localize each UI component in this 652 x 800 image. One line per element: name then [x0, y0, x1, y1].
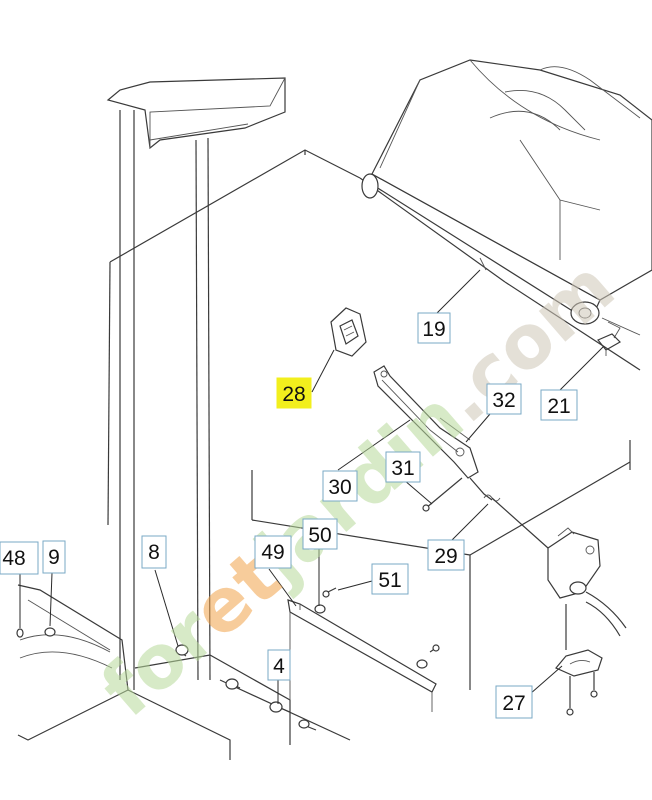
callout-50-label: 50 — [308, 524, 331, 547]
callout-8: 8 — [141, 535, 167, 569]
callout-50: 50 — [302, 518, 338, 550]
callout-31: 31 — [385, 451, 421, 483]
callout-32: 32 — [486, 383, 522, 415]
fastener-parts — [16, 587, 440, 731]
callout-32-label: 32 — [492, 389, 515, 412]
callout-51: 51 — [371, 563, 409, 595]
callout-49: 49 — [254, 535, 292, 569]
callout-31-label: 31 — [391, 457, 414, 480]
callout-48-label: 48 — [2, 547, 25, 570]
callout-4: 4 — [267, 649, 291, 681]
callout-30: 30 — [322, 470, 358, 502]
callout-28-label: 28 — [282, 383, 305, 406]
part-27-bracket — [547, 527, 627, 716]
part-30-pedal-arm — [373, 365, 479, 479]
callout-19: 19 — [417, 312, 451, 344]
callout-21: 21 — [540, 389, 578, 421]
part-49-strip — [287, 599, 437, 712]
callout-51-label: 51 — [378, 569, 401, 592]
callout-29-label: 29 — [434, 545, 457, 568]
callout-9: 9 — [42, 540, 66, 574]
callout-30-label: 30 — [328, 476, 351, 499]
callout-27-label: 27 — [502, 692, 525, 715]
leader-lines — [19, 269, 605, 704]
callout-49-label: 49 — [261, 541, 284, 564]
callout-8-label: 8 — [148, 541, 160, 564]
callout-48: 48 — [0, 541, 39, 575]
part-29-spring-cable — [469, 477, 549, 549]
callout-4-label: 4 — [273, 655, 285, 678]
part-21-clip — [597, 333, 621, 356]
part-19-handle-bar — [361, 59, 652, 339]
part-31-pin — [422, 477, 463, 512]
callout-29: 29 — [427, 539, 465, 571]
callout-21-label: 21 — [547, 395, 570, 418]
callout-27: 27 — [495, 685, 533, 719]
callout-19-label: 19 — [422, 318, 445, 341]
callout-9-label: 9 — [48, 546, 60, 569]
part-28-pedal-pad — [330, 307, 367, 357]
callout-28: 28 — [276, 377, 312, 409]
